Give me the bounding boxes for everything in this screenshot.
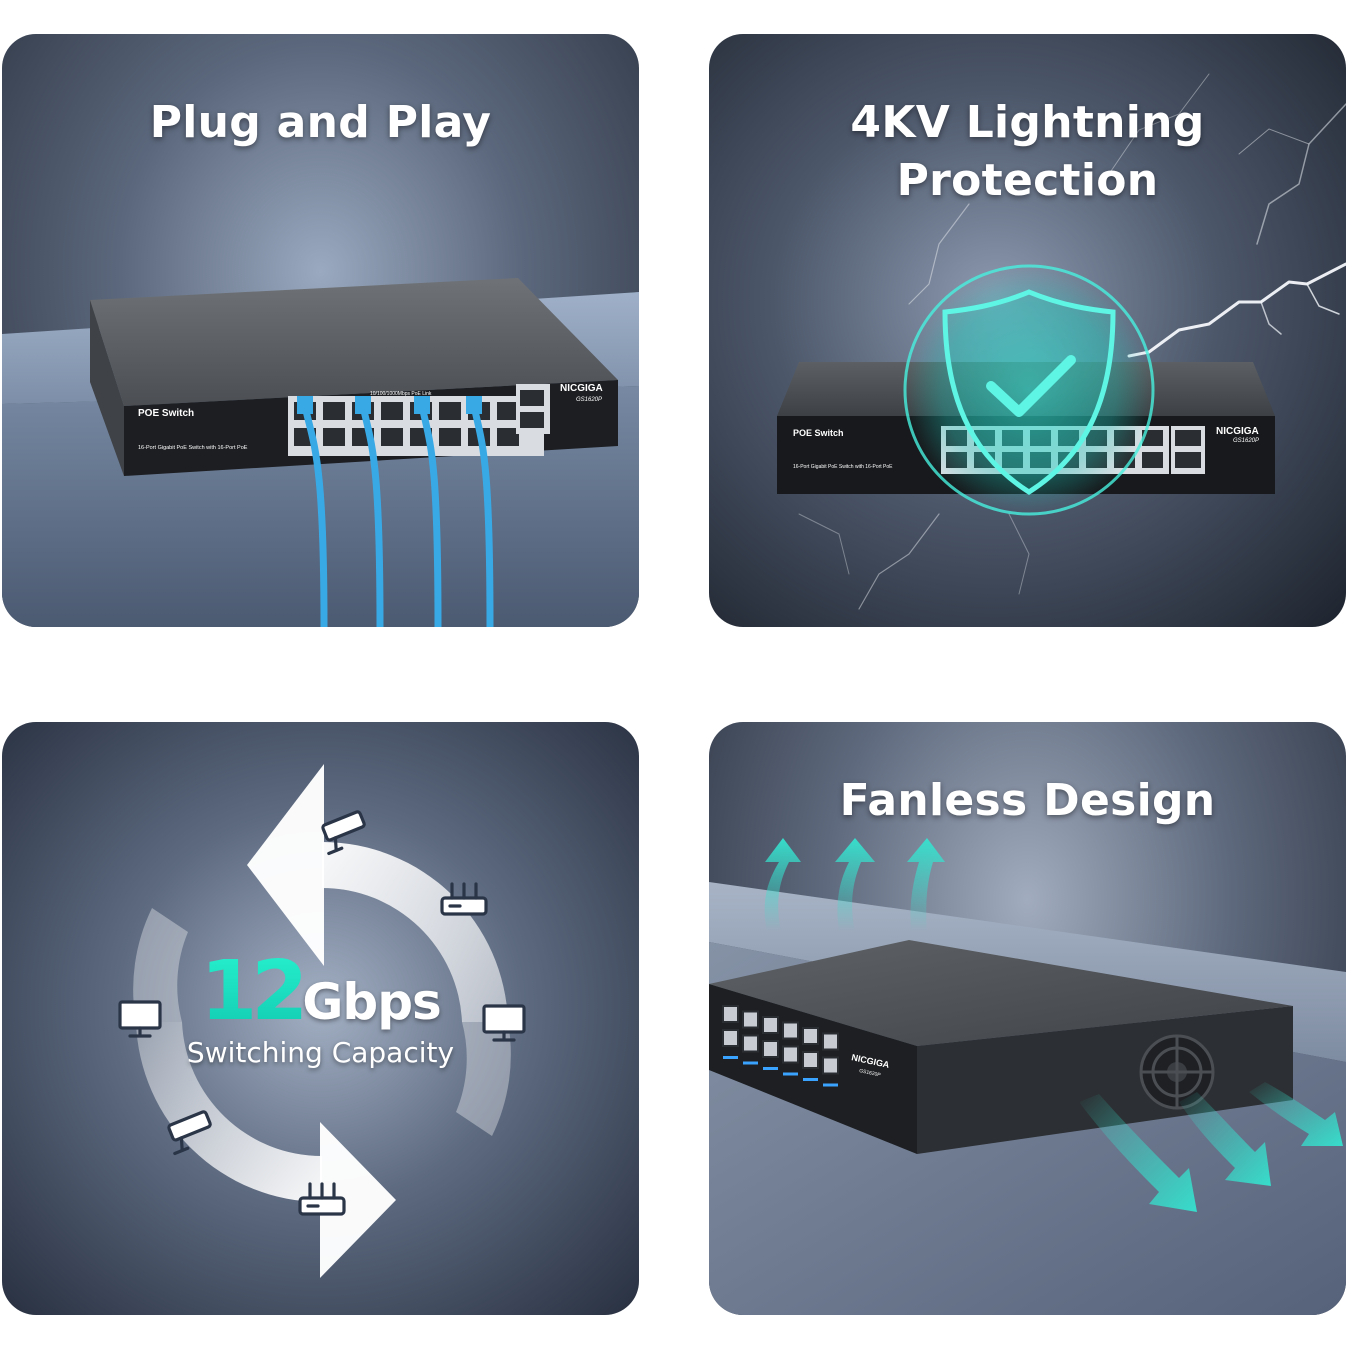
capacity-metric: 12Gbps — [2, 944, 639, 1039]
ethernet-port — [1142, 430, 1163, 446]
switch-model-label: POE Switch — [138, 408, 194, 419]
monitor-icon — [118, 1000, 162, 1038]
ethernet-port — [822, 1032, 839, 1051]
switch-top — [90, 278, 618, 406]
ethernet-port — [722, 1029, 739, 1047]
switch-description: 16-Port Gigabit PoE Switch with 16-Port … — [138, 445, 248, 451]
metric-unit: Gbps — [302, 973, 441, 1031]
camera-icon — [321, 810, 366, 856]
shield-ring — [903, 264, 1155, 516]
vent-grill-icon — [1139, 1034, 1215, 1110]
panel-lightning-protection: POE Switch 16-Port Gigabit PoE Switch wi… — [709, 34, 1346, 627]
switch-model: GS1620P — [859, 1068, 882, 1079]
ethernet-port — [323, 402, 345, 420]
ethernet-port — [802, 1027, 819, 1045]
left-arc-fade — [133, 908, 188, 1022]
right-arc-fade — [456, 1022, 511, 1136]
shield-icon — [942, 289, 1116, 495]
panel-plug-and-play: POE Switch 16-Port Gigabit PoE Switch wi… — [2, 34, 639, 627]
ethernet-port — [742, 1034, 759, 1053]
upper-flow-arc — [322, 842, 508, 1022]
port-label: 10/100/1000Mbps PoE Link — [370, 391, 432, 397]
panel-title-line-1: 4KV Lightning — [850, 97, 1205, 148]
link-led — [783, 1072, 798, 1076]
cable-plug — [466, 396, 482, 414]
fanless-scene: NICGIGA GS1620P — [709, 838, 1346, 1315]
ethernet-cable — [418, 405, 442, 627]
shield-glow — [905, 266, 1153, 514]
link-led — [743, 1061, 758, 1065]
lower-arrowhead — [320, 1122, 396, 1278]
switch-top — [709, 940, 1293, 1046]
monitor-icon — [482, 1004, 526, 1042]
ethernet-port — [381, 402, 403, 420]
ethernet-cable — [301, 405, 328, 627]
cable-plug — [297, 396, 313, 414]
ethernet-port — [802, 1051, 819, 1069]
ethernet-port — [497, 402, 519, 420]
switch-brand: NICGIGA — [560, 383, 603, 394]
router-icon — [298, 1182, 346, 1216]
ethernet-port — [762, 1016, 779, 1034]
check-icon — [986, 355, 1076, 417]
lightning-bolts — [798, 73, 1346, 610]
lightning-scene: POE Switch 16-Port Gigabit PoE Switch wi… — [777, 73, 1346, 610]
panel-fanless-design: NICGIGA GS1620P Fanless Design — [709, 722, 1346, 1315]
ethernet-port — [822, 1056, 839, 1075]
ethernet-port — [439, 428, 461, 446]
metric-caption: Switching Capacity — [186, 1036, 455, 1069]
ethernet-port — [722, 1005, 739, 1023]
ethernet-port — [381, 428, 403, 446]
panel-title-line-2: Protection — [896, 155, 1159, 206]
link-led — [723, 1056, 738, 1059]
uplink-port — [520, 390, 544, 406]
panel-title: Plug and Play — [149, 97, 492, 148]
airflow-up-arrows — [764, 838, 945, 932]
camera-icon — [167, 1110, 212, 1156]
ethernet-port — [762, 1040, 779, 1058]
switch-model: GS1620P — [576, 397, 602, 403]
link-led — [803, 1078, 818, 1081]
cable-plug — [355, 396, 371, 414]
switch-model-label: POE Switch — [793, 428, 844, 438]
metric-value: 12 — [200, 944, 308, 1039]
switch-model: GS1620P — [1233, 438, 1259, 444]
ethernet-cable — [470, 405, 494, 627]
ethernet-port — [782, 1045, 799, 1064]
uplink-port — [1175, 452, 1201, 468]
ethernet-port — [439, 402, 461, 420]
airflow-out-arrows — [1079, 1082, 1343, 1212]
ethernet-port — [782, 1021, 799, 1040]
plug-scene: POE Switch 16-Port Gigabit PoE Switch wi… — [2, 278, 639, 627]
ethernet-cable — [359, 405, 384, 627]
ethernet-cables — [297, 396, 494, 627]
panel-switching-capacity: 12Gbps Switching Capacity — [2, 722, 639, 1315]
capacity-scene — [118, 764, 526, 1278]
uplink-port — [520, 412, 544, 428]
cable-plug — [414, 396, 430, 414]
lower-flow-arc — [136, 1022, 322, 1202]
panel-title: Fanless Design — [839, 775, 1216, 826]
upper-arrowhead — [247, 764, 324, 966]
ethernet-port — [1142, 452, 1163, 468]
uplink-port — [1175, 430, 1201, 446]
link-led — [823, 1083, 838, 1087]
ethernet-port — [323, 428, 345, 446]
port-bank — [722, 1005, 839, 1087]
router-icon — [440, 882, 488, 916]
switch-brand: NICGIGA — [1216, 426, 1259, 437]
ethernet-port — [742, 1010, 759, 1029]
link-led — [763, 1067, 778, 1070]
switch-side — [90, 300, 124, 476]
ethernet-port — [497, 428, 519, 446]
switch-description: 16-Port Gigabit PoE Switch with 16-Port … — [793, 464, 893, 470]
